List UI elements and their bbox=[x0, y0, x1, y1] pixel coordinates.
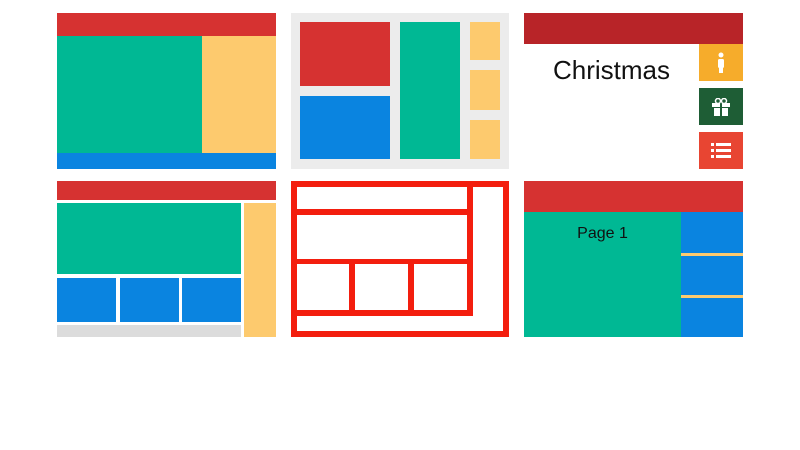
footer-block bbox=[57, 153, 276, 169]
block-blue bbox=[120, 278, 179, 322]
tile-title: Christmas bbox=[552, 55, 670, 85]
block-blue bbox=[182, 278, 241, 322]
list-icon[interactable] bbox=[699, 132, 743, 169]
block-red bbox=[300, 22, 390, 86]
block-blue bbox=[681, 256, 743, 295]
footer-block bbox=[57, 325, 241, 337]
sidebar-block bbox=[244, 203, 276, 337]
content-block bbox=[57, 36, 202, 153]
separator bbox=[681, 253, 743, 256]
christmas-tile[interactable]: Christmas bbox=[524, 13, 743, 169]
gift-icon[interactable] bbox=[699, 88, 743, 125]
divider bbox=[297, 310, 473, 316]
block-yellow bbox=[470, 120, 500, 159]
content-block bbox=[57, 203, 241, 274]
page-label: Page 1 bbox=[577, 225, 628, 242]
divider bbox=[408, 259, 414, 316]
block-yellow bbox=[470, 70, 500, 110]
header-block bbox=[57, 181, 276, 200]
sidebar-block bbox=[202, 36, 276, 153]
header-block bbox=[524, 181, 743, 212]
block-blue bbox=[300, 96, 390, 159]
page-tile[interactable]: Page 1 bbox=[524, 181, 743, 337]
block-blue bbox=[681, 298, 743, 337]
block-blue bbox=[681, 212, 743, 253]
content-block bbox=[524, 212, 681, 337]
header-block bbox=[524, 13, 743, 44]
header-block bbox=[57, 13, 276, 36]
wireframe-tile[interactable] bbox=[291, 181, 509, 337]
divider bbox=[297, 259, 473, 264]
divider bbox=[467, 187, 473, 316]
layout-tile-2[interactable] bbox=[291, 13, 509, 169]
layout-tile-4[interactable] bbox=[57, 181, 276, 337]
separator bbox=[681, 295, 743, 298]
block-teal bbox=[400, 22, 460, 159]
divider bbox=[297, 209, 473, 215]
block-blue bbox=[57, 278, 116, 322]
block-yellow bbox=[470, 22, 500, 60]
layout-tile-1[interactable] bbox=[57, 13, 276, 169]
person-icon[interactable] bbox=[699, 44, 743, 81]
divider bbox=[349, 259, 355, 316]
